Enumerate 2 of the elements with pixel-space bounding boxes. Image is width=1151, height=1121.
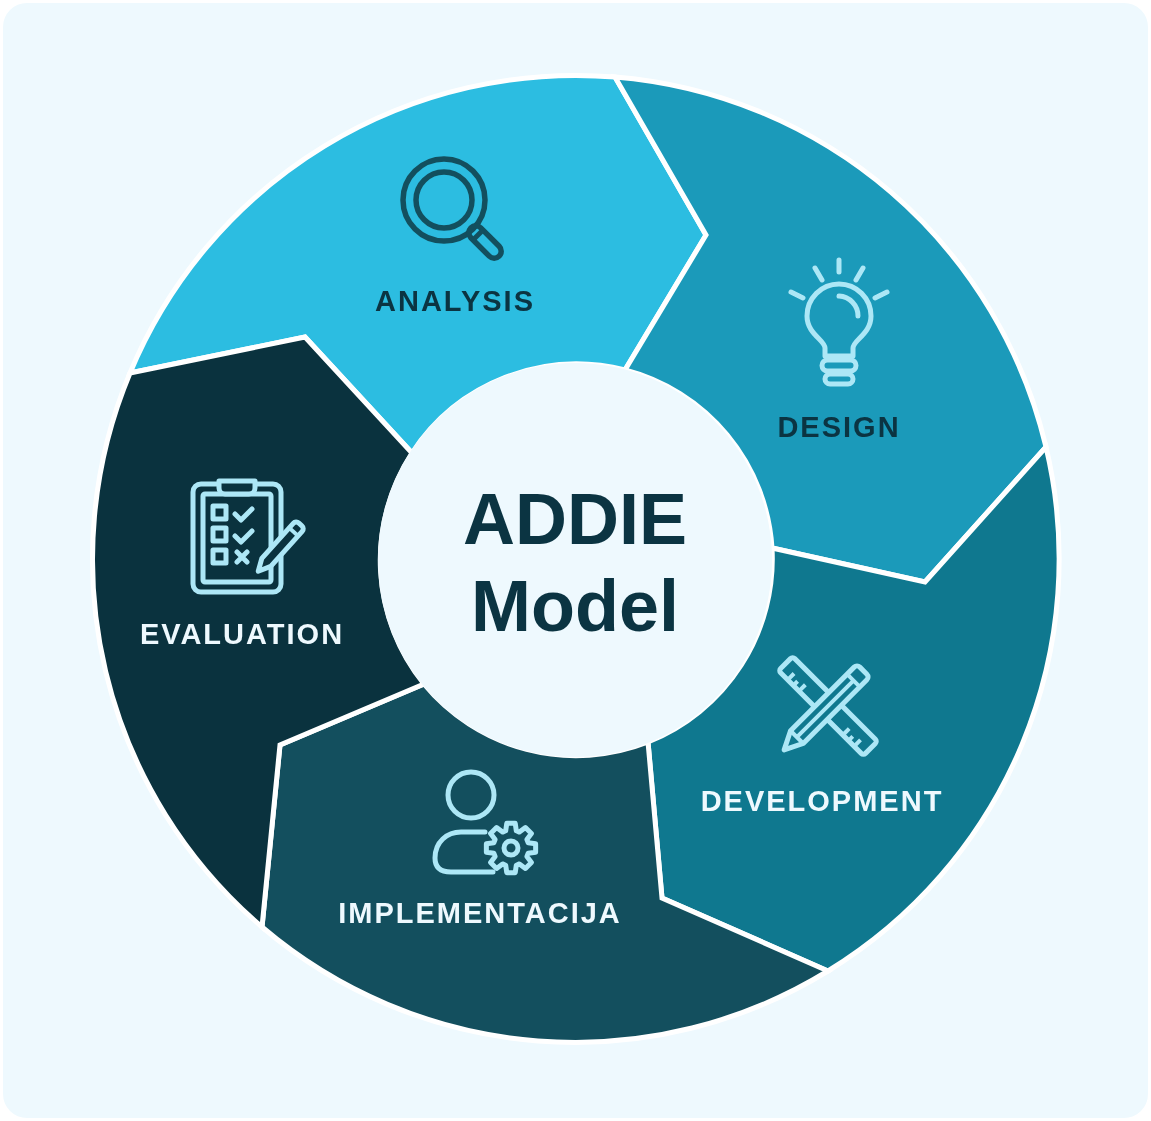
segment-label: DESIGN (777, 411, 901, 445)
center-title: ADDIE Model (463, 478, 687, 648)
